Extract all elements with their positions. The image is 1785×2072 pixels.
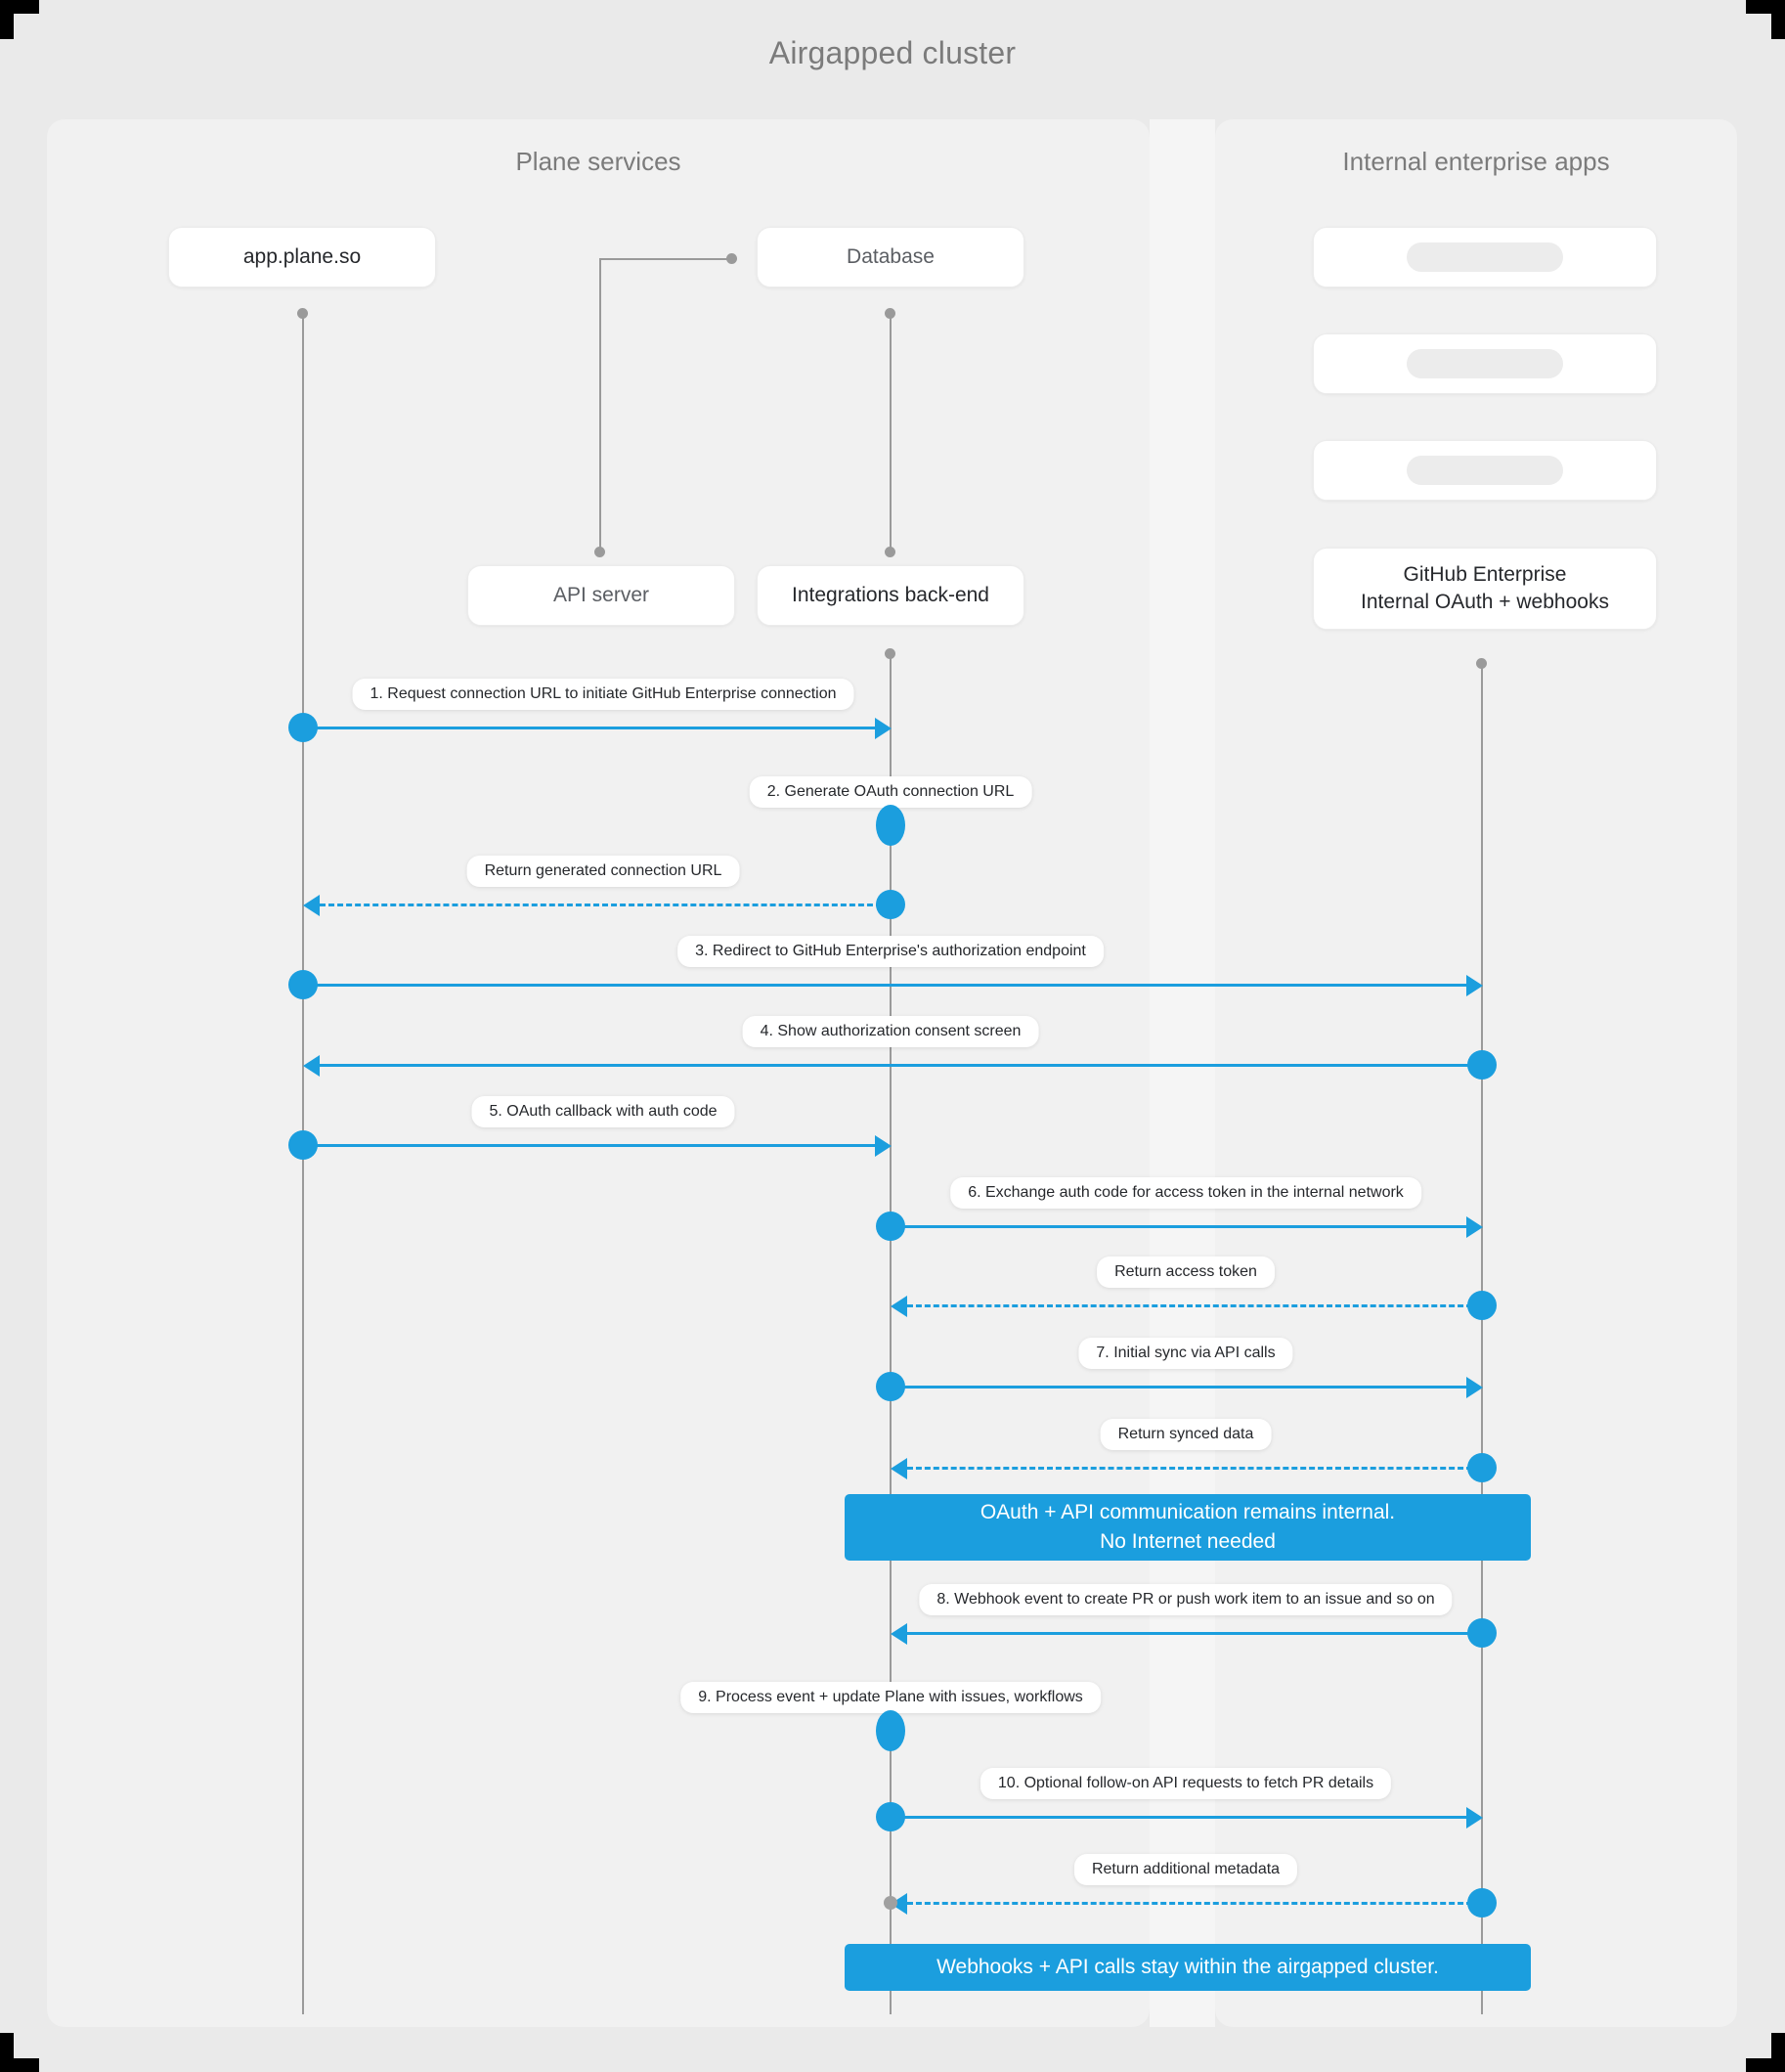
lifeline-app-plane-so — [302, 313, 304, 2014]
panel-plane-services-title: Plane services — [515, 147, 681, 176]
enterprise-placeholder-3[interactable] — [1313, 440, 1657, 501]
message-13-label: 10. Optional follow-on API requests to f… — [980, 1768, 1392, 1799]
skeleton-pill-icon — [1407, 349, 1563, 378]
connector-endpoint-dot-api-server — [594, 547, 605, 557]
message-10-line — [907, 1467, 1472, 1470]
participant-label: Database — [847, 245, 935, 269]
participant-database[interactable]: Database — [757, 227, 1024, 287]
participant-label: GitHub Enterprise Internal OAuth + webho… — [1361, 563, 1609, 613]
panel-gap-band — [1150, 119, 1215, 2027]
page-title: Airgapped cluster — [768, 35, 1017, 70]
message-5-arrowhead-icon — [303, 1055, 320, 1077]
message-3-line — [320, 904, 882, 906]
message-9-label: 7. Initial sync via API calls — [1078, 1338, 1293, 1369]
panel-plane-services: Plane services — [47, 119, 1150, 2027]
message-8-arrowhead-icon — [891, 1296, 907, 1317]
lifeline-dot-github-enterprise — [1476, 658, 1487, 669]
note-airgapped: Webhooks + API calls stay within the air… — [845, 1944, 1531, 1991]
lifeline-dot-integrations-backend — [885, 648, 895, 659]
message-5-line — [320, 1064, 1473, 1067]
connector-database-to-integrations — [890, 313, 892, 551]
message-8-label: Return access token — [1097, 1256, 1275, 1288]
message-2-activation-dot — [876, 805, 905, 846]
message-6-line — [303, 1144, 880, 1147]
message-8-origin-dot — [1467, 1291, 1497, 1320]
message-4-label: 3. Redirect to GitHub Enterprise's autho… — [677, 936, 1104, 967]
message-11-origin-dot — [1467, 1618, 1497, 1648]
participant-integrations-backend[interactable]: Integrations back-end — [757, 565, 1024, 626]
skeleton-pill-icon — [1407, 242, 1563, 272]
crop-mark-top-left-vertical — [0, 0, 14, 39]
skeleton-pill-icon — [1407, 456, 1563, 485]
message-4-arrowhead-icon — [1466, 975, 1483, 996]
enterprise-placeholder-1[interactable] — [1313, 227, 1657, 287]
participant-label: app.plane.so — [242, 245, 362, 269]
message-8-line — [907, 1304, 1472, 1307]
message-1-arrowhead-icon — [875, 718, 892, 739]
message-9-line — [891, 1386, 1471, 1389]
message-10-label: Return synced data — [1100, 1419, 1272, 1450]
connector-database-to-api-horizontal — [599, 258, 732, 260]
message-7-label: 6. Exchange auth code for access token i… — [950, 1177, 1421, 1209]
message-14-label: Return additional metadata — [1073, 1854, 1298, 1885]
connector-endpoint-dot-database-bottom — [885, 308, 895, 319]
message-10-arrowhead-icon — [891, 1458, 907, 1479]
lifeline-dot-app-plane-so — [297, 308, 308, 319]
participant-github-enterprise[interactable]: GitHub Enterprise Internal OAuth + webho… — [1313, 548, 1657, 630]
note-internal: OAuth + API communication remains intern… — [845, 1494, 1531, 1561]
participant-app-plane-so[interactable]: app.plane.so — [168, 227, 436, 287]
message-5-label: 4. Show authorization consent screen — [742, 1016, 1039, 1047]
message-10-origin-dot — [1467, 1453, 1497, 1482]
message-12-label: 9. Process event + update Plane with iss… — [680, 1682, 1101, 1713]
message-6-label: 5. OAuth callback with auth code — [471, 1096, 735, 1127]
message-11-line — [907, 1632, 1472, 1635]
crop-mark-bottom-left-vertical — [0, 2033, 14, 2072]
message-3-label: Return generated connection URL — [466, 856, 740, 887]
message-9-arrowhead-icon — [1466, 1377, 1483, 1398]
message-6-arrowhead-icon — [875, 1135, 892, 1157]
message-7-line — [891, 1225, 1471, 1228]
message-14-terminus-dot — [884, 1896, 897, 1910]
message-14-line — [907, 1902, 1472, 1905]
message-13-line — [891, 1816, 1471, 1819]
participant-label: API server — [552, 584, 650, 607]
lifeline-github-enterprise — [1481, 663, 1483, 2014]
crop-mark-bottom-right-vertical — [1771, 2033, 1785, 2072]
message-7-arrowhead-icon — [1466, 1216, 1483, 1238]
message-12-activation-dot — [876, 1710, 905, 1751]
connector-endpoint-dot-database — [726, 253, 737, 264]
message-1-label: 1. Request connection URL to initiate Gi… — [352, 679, 854, 710]
message-3-arrowhead-icon — [303, 895, 320, 916]
message-13-arrowhead-icon — [1466, 1807, 1483, 1829]
message-14-origin-dot — [1467, 1888, 1497, 1918]
participant-api-server[interactable]: API server — [467, 565, 735, 626]
enterprise-placeholder-2[interactable] — [1313, 333, 1657, 394]
connector-database-to-api-vertical — [599, 258, 601, 551]
panel-internal-enterprise-apps-title: Internal enterprise apps — [1342, 147, 1610, 176]
message-11-arrowhead-icon — [891, 1623, 907, 1645]
connector-endpoint-dot-integrations-top — [885, 547, 895, 557]
message-11-label: 8. Webhook event to create PR or push wo… — [919, 1584, 1453, 1615]
participant-label: Integrations back-end — [792, 584, 989, 607]
lifeline-integrations-backend — [890, 653, 892, 2014]
message-1-line — [303, 727, 880, 729]
message-2-label: 2. Generate OAuth connection URL — [749, 776, 1032, 808]
crop-mark-top-right-vertical — [1771, 0, 1785, 39]
message-4-line — [303, 984, 1471, 987]
